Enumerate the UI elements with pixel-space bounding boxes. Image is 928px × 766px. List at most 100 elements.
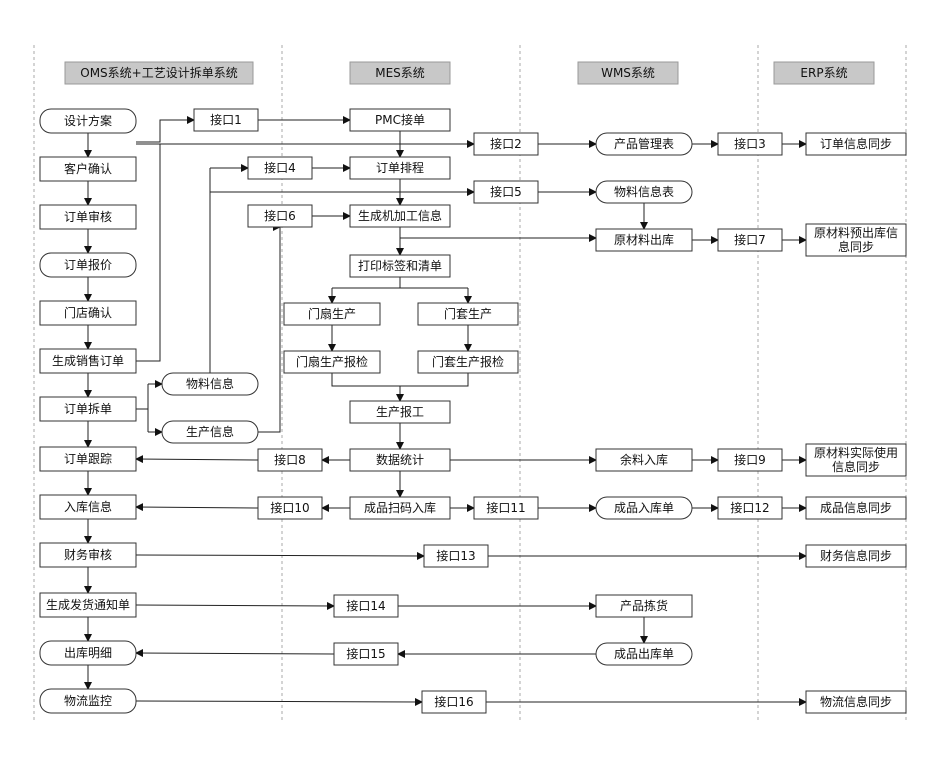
lane-headers: OMS系统+工艺设计拆单系统 MES系统 WMS系统 ERP系统 <box>65 62 874 84</box>
node-logi: 物流监控 <box>40 689 136 713</box>
header-wms-label: WMS系统 <box>601 66 655 80</box>
node-i11: 接口11 <box>474 497 538 519</box>
node-cust: 客户确认 <box>40 157 136 181</box>
node-mattab-label: 物料信息表 <box>614 184 674 199</box>
header-mes-label: MES系统 <box>375 66 425 80</box>
node-pick: 产品拣货 <box>596 595 692 617</box>
node-i4-label: 接口4 <box>264 160 296 175</box>
node-quote: 订单报价 <box>40 253 136 277</box>
node-i1: 接口1 <box>194 109 258 131</box>
node-frame: 门套生产 <box>418 303 518 325</box>
node-e_logi-label: 物流信息同步 <box>820 694 892 709</box>
node-e_fin-label: 成品信息同步 <box>820 500 892 515</box>
node-scanin-label: 成品扫码入库 <box>364 500 436 515</box>
node-prodinfo-label: 生产信息 <box>186 424 234 439</box>
node-label-label: 打印标签和清单 <box>358 258 442 273</box>
node-i7: 接口7 <box>718 229 782 251</box>
node-i8-label: 接口8 <box>274 452 306 467</box>
nodes: 设计方案客户确认订单审核订单报价门店确认生成销售订单订单拆单物料信息生产信息订单… <box>40 109 906 713</box>
node-finin-label: 成品入库单 <box>614 500 674 515</box>
node-i10-label: 接口10 <box>270 500 309 515</box>
node-i13: 接口13 <box>424 545 488 567</box>
node-sales: 生成销售订单 <box>40 349 136 373</box>
node-e_logi: 物流信息同步 <box>806 691 906 713</box>
node-ship-label: 生成发货通知单 <box>46 597 130 612</box>
connector-line-35 <box>332 373 468 386</box>
node-mach-label: 生成机加工信息 <box>358 208 442 223</box>
node-i12: 接口12 <box>718 497 782 519</box>
node-rawout: 原材料出库 <box>596 229 692 251</box>
connector-line-17 <box>136 144 160 361</box>
node-design: 设计方案 <box>40 109 136 133</box>
node-split-label: 订单拆单 <box>64 401 112 416</box>
node-i3: 接口3 <box>718 133 782 155</box>
node-i5: 接口5 <box>474 181 538 203</box>
node-frame-label: 门套生产 <box>444 306 492 321</box>
node-i9-label: 接口9 <box>734 452 766 467</box>
connector-48 <box>136 459 258 460</box>
node-outdet: 出库明细 <box>40 641 136 665</box>
node-finrev-label: 财务审核 <box>64 547 112 562</box>
node-review: 订单审核 <box>40 205 136 229</box>
node-stats: 数据统计 <box>350 449 450 471</box>
node-prodinfo: 生产信息 <box>162 421 258 443</box>
node-store: 门店确认 <box>40 301 136 325</box>
node-e_plan: 原材料预出库信息同步 <box>806 224 906 256</box>
node-i16: 接口16 <box>422 691 486 713</box>
node-i6: 接口6 <box>248 205 312 227</box>
node-prodrep-label: 生产报工 <box>376 404 424 419</box>
node-track: 订单跟踪 <box>40 447 136 471</box>
node-i1-label: 接口1 <box>210 112 242 127</box>
node-finout-label: 成品出库单 <box>614 646 674 661</box>
node-stockin-label: 入库信息 <box>64 499 112 514</box>
connector-64 <box>136 653 334 654</box>
node-leafrep: 门扇生产报检 <box>284 351 380 373</box>
node-design-label: 设计方案 <box>64 113 112 128</box>
node-e_fin: 成品信息同步 <box>806 497 906 519</box>
node-leafrep-label: 门扇生产报检 <box>296 354 368 369</box>
node-i15-label: 接口15 <box>346 646 385 661</box>
node-i2-label: 接口2 <box>490 136 522 151</box>
node-track-label: 订单跟踪 <box>64 452 112 466</box>
node-i6-label: 接口6 <box>264 208 296 223</box>
node-i2: 接口2 <box>474 133 538 155</box>
node-i13-label: 接口13 <box>436 548 475 563</box>
header-wms: WMS系统 <box>578 62 678 84</box>
connector-14 <box>136 120 194 142</box>
node-framerep-label: 门套生产报检 <box>432 354 504 369</box>
node-store-label: 门店确认 <box>64 305 112 320</box>
node-i7-label: 接口7 <box>734 232 766 247</box>
node-i3-label: 接口3 <box>734 136 766 151</box>
node-pick-label: 产品拣货 <box>620 598 668 613</box>
node-rawout-label: 原材料出库 <box>614 232 674 247</box>
node-matinfo: 物料信息 <box>162 373 258 395</box>
node-sched: 订单排程 <box>350 157 450 179</box>
connector-58 <box>136 555 424 556</box>
node-stockin: 入库信息 <box>40 495 136 519</box>
header-erp: ERP系统 <box>774 62 874 84</box>
node-review-label: 订单审核 <box>64 209 112 224</box>
node-i12-label: 接口12 <box>730 500 769 515</box>
node-finout: 成品出库单 <box>596 643 692 665</box>
node-pmc-label: PMC接单 <box>375 112 425 127</box>
node-stats-label: 数据统计 <box>376 452 424 467</box>
connector-line-23 <box>258 227 280 432</box>
node-leaf-label: 门扇生产 <box>308 306 356 321</box>
node-i8: 接口8 <box>258 449 322 471</box>
node-ship: 生成发货通知单 <box>40 593 136 617</box>
node-e_order-label: 订单信息同步 <box>820 136 892 151</box>
node-finin: 成品入库单 <box>596 497 692 519</box>
header-mes: MES系统 <box>350 62 450 84</box>
node-leaf: 门扇生产 <box>284 303 380 325</box>
node-e_act: 原材料实际使用信息同步 <box>806 444 906 476</box>
connector-60 <box>136 605 334 606</box>
connector-53 <box>136 507 258 508</box>
node-framerep: 门套生产报检 <box>418 351 518 373</box>
node-quote-label: 订单报价 <box>64 257 112 272</box>
node-sched-label: 订单排程 <box>376 160 424 175</box>
node-i14-label: 接口14 <box>346 598 385 613</box>
node-scanin: 成品扫码入库 <box>350 497 450 519</box>
node-pmc: PMC接单 <box>350 109 450 131</box>
node-i4: 接口4 <box>248 157 312 179</box>
